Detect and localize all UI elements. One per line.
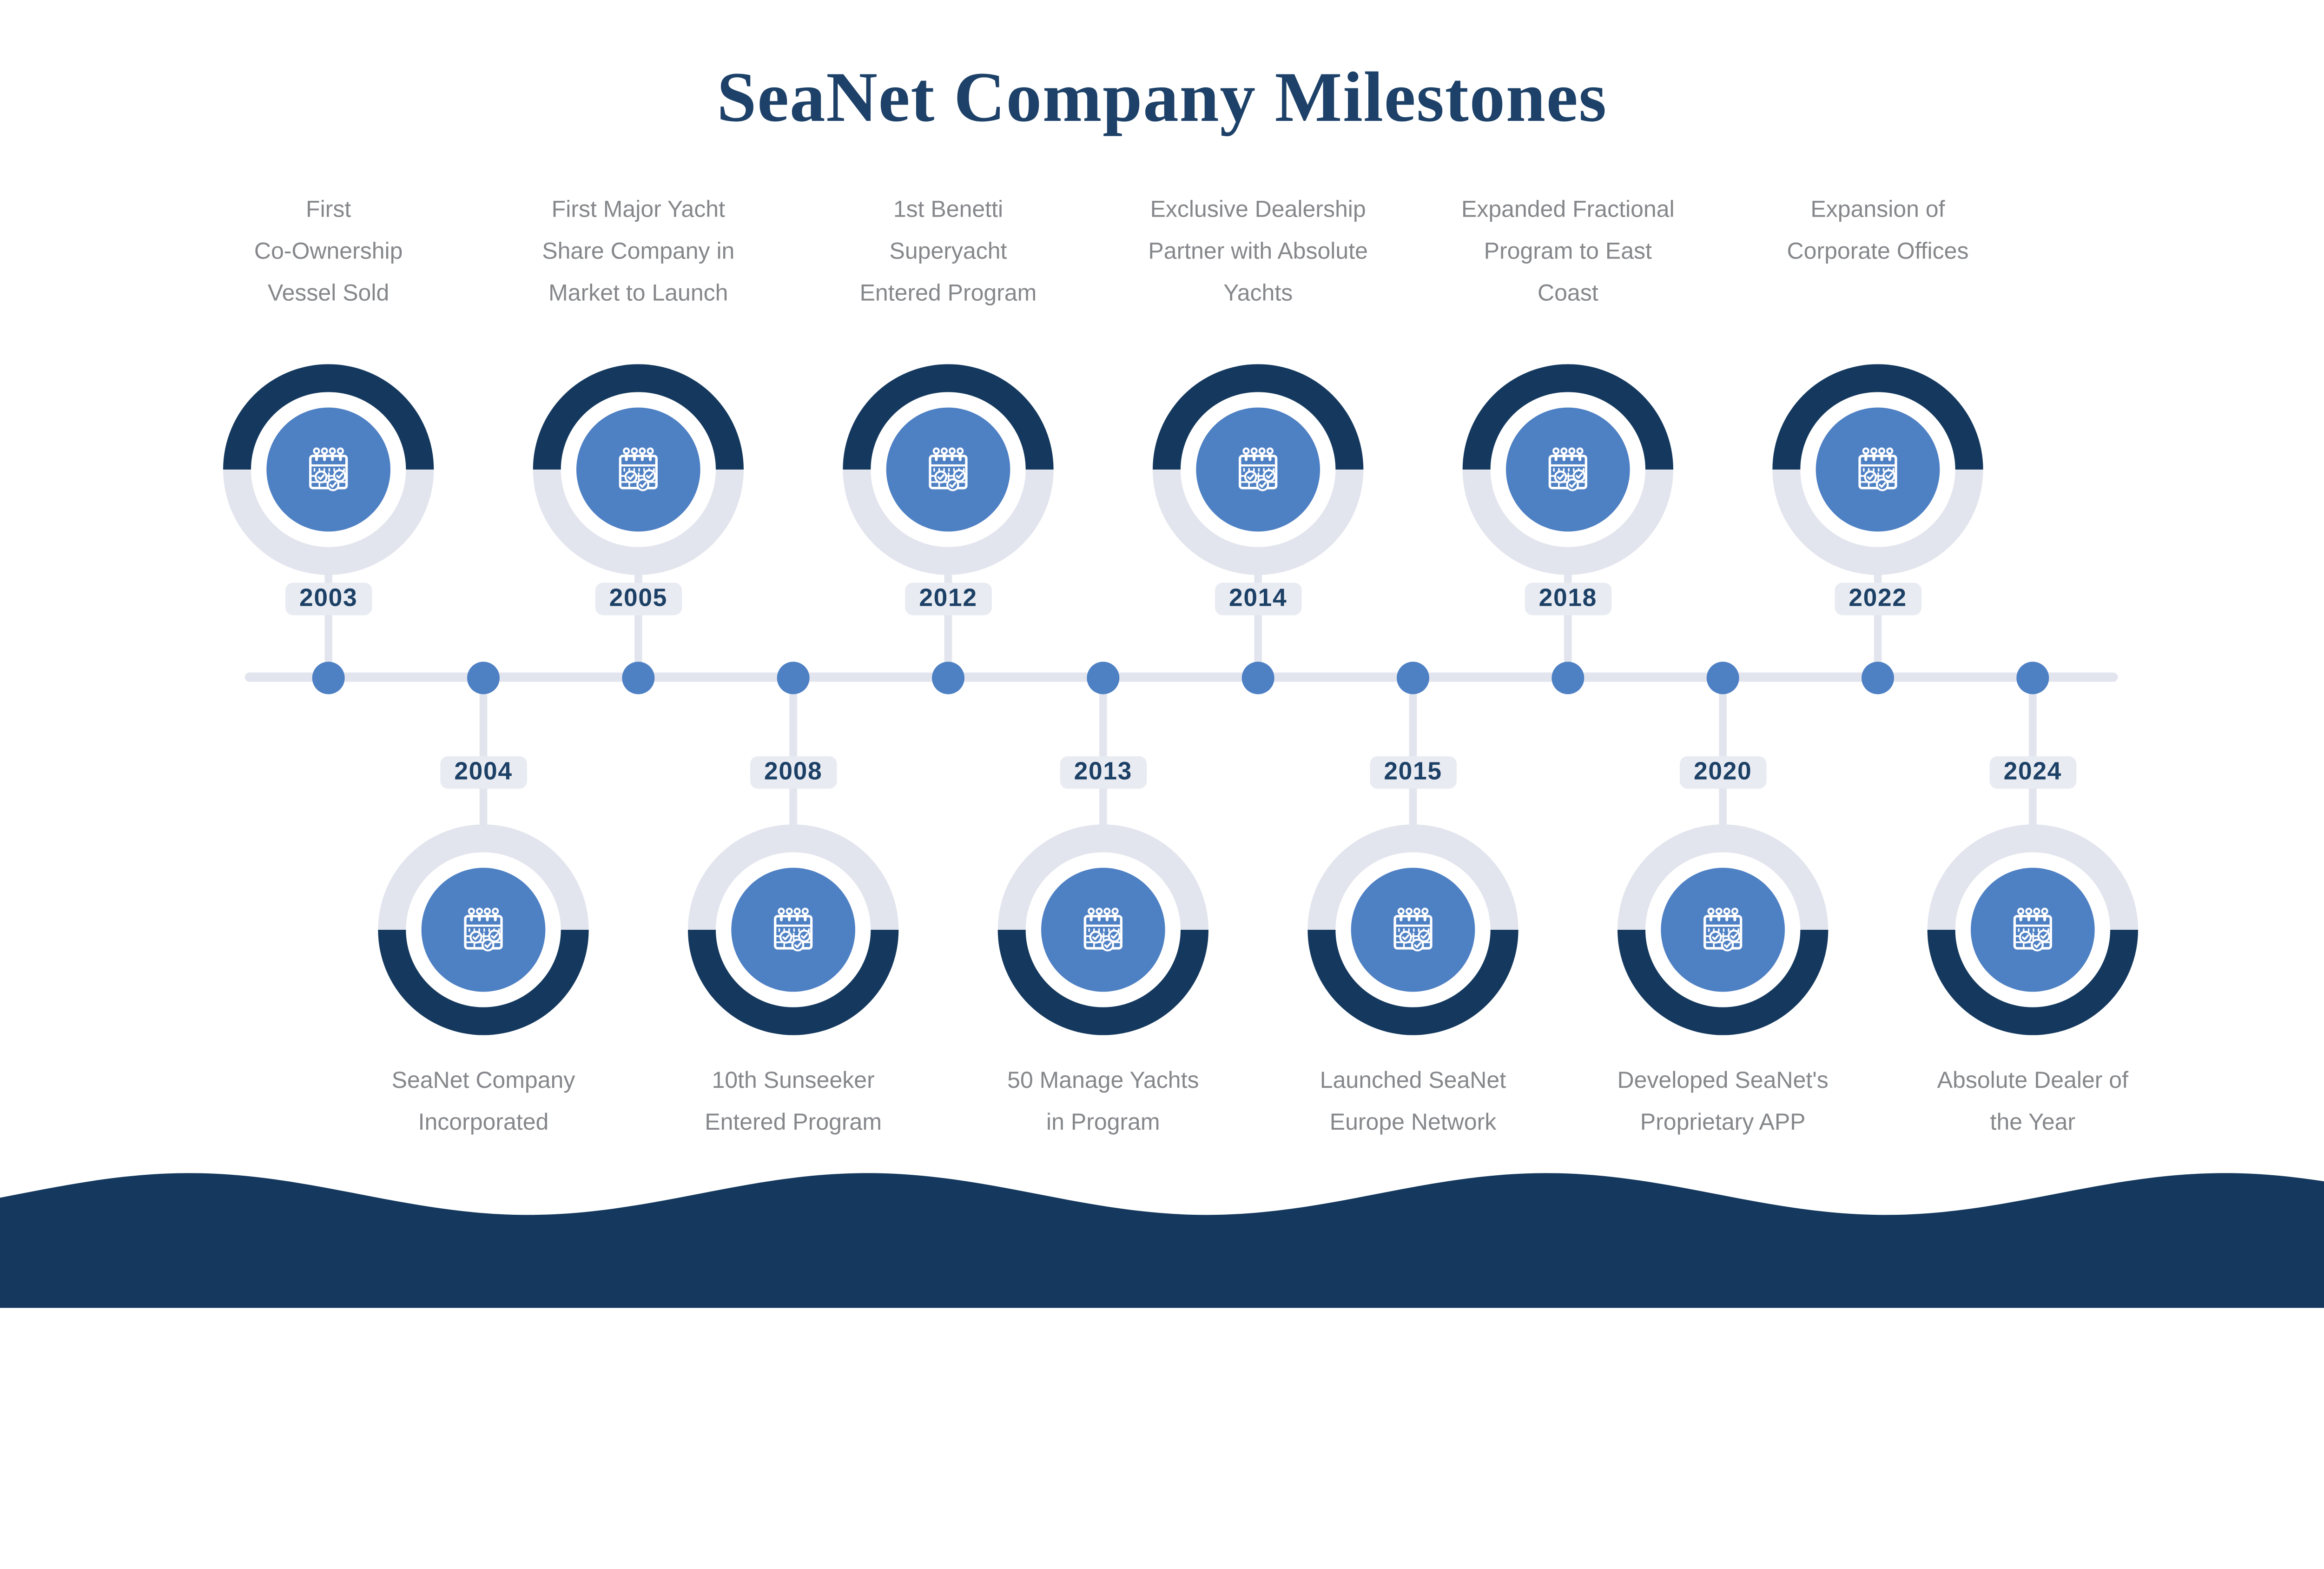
year-badge: 2024 [1989, 756, 2076, 789]
milestone-2024: Absolute Dealer of the Year 2024 [1862, 0, 2203, 1308]
milestone-ring [378, 824, 589, 1035]
milestone-2005: First Major Yacht Share Company in Marke… [468, 0, 809, 1308]
year-badge: 2022 [1835, 583, 1921, 616]
year-badge: 2013 [1060, 756, 1146, 789]
calendar-checks-icon [612, 443, 665, 496]
milestone-2014: Exclusive Dealership Partner with Absolu… [1088, 0, 1428, 1308]
calendar-checks-icon [922, 443, 974, 496]
milestone-ring [997, 824, 1208, 1035]
milestone-ring [843, 364, 1054, 575]
ring-inner [1661, 867, 1785, 992]
calendar-checks-icon [1232, 443, 1284, 496]
ring-white [1181, 392, 1336, 547]
year-badge: 2004 [440, 756, 527, 789]
year-badge: 2018 [1525, 583, 1611, 616]
calendar-checks-icon [2007, 903, 2059, 956]
year-badge: 2012 [905, 583, 991, 616]
ring-white [1335, 852, 1491, 1007]
timeline-dot [312, 662, 345, 695]
timeline-dot [2016, 662, 2049, 695]
ring-inner [1971, 867, 2095, 992]
milestone-description: First Co-Ownership Vessel Sold [254, 197, 403, 307]
ring-inner [886, 407, 1010, 532]
milestone-ring [223, 364, 434, 575]
milestone-description: Expanded Fractional Program to East Coas… [1461, 197, 1675, 307]
calendar-checks-icon [302, 443, 355, 496]
ring-white [1800, 392, 1955, 547]
year-badge: 2020 [1680, 756, 1766, 789]
year-badge: 2014 [1215, 583, 1301, 616]
ring-white [1645, 852, 1801, 1007]
ring-white [406, 852, 561, 1007]
milestone-description: Launched SeaNet Europe Network [1320, 1067, 1506, 1136]
milestone-description: Absolute Dealer of the Year [1937, 1067, 2129, 1136]
milestone-description: First Major Yacht Share Company in Marke… [542, 197, 735, 307]
page-title: SeaNet Company Milestones [717, 57, 1607, 137]
milestone-ring [688, 824, 899, 1035]
timeline-dot [1706, 662, 1739, 695]
timeline-dot [932, 662, 964, 695]
milestone-description: 10th Sunseeker Entered Program [705, 1067, 882, 1136]
milestone-2020: Developed SeaNet's Proprietary APP 2020 [1552, 0, 1893, 1308]
milestone-ring [533, 364, 744, 575]
timeline-dot [622, 662, 655, 695]
ring-inner [1816, 407, 1940, 532]
year-badge: 2005 [595, 583, 681, 616]
milestone-2004: SeaNet Company Incorporated 2004 [313, 0, 654, 1308]
timeline-dot [1087, 662, 1120, 695]
calendar-checks-icon [1697, 903, 1749, 956]
milestone-description: 50 Manage Yachts in Program [1007, 1067, 1199, 1136]
milestone-2018: Expanded Fractional Program to East Coas… [1398, 0, 1738, 1308]
ring-inner [266, 407, 390, 532]
ring-inner [1041, 867, 1165, 992]
calendar-checks-icon [767, 903, 819, 956]
timeline-dot [777, 662, 810, 695]
year-badge: 2008 [750, 756, 837, 789]
timeline-dot [1552, 662, 1585, 695]
year-badge: 2003 [285, 583, 372, 616]
milestone-ring [1307, 824, 1519, 1035]
timeline-dot [1862, 662, 1894, 695]
milestone-2008: 10th Sunseeker Entered Program 2008 [623, 0, 964, 1308]
calendar-checks-icon [1077, 903, 1129, 956]
milestone-2022: Expansion of Corporate Offices 2022 [1707, 0, 2048, 1308]
timeline-dot [1397, 662, 1429, 695]
ring-white [1955, 852, 2110, 1007]
ring-white [1490, 392, 1645, 547]
milestone-2013: 50 Manage Yachts in Program 2013 [933, 0, 1274, 1308]
milestone-2012: 1st Benetti Superyacht Entered Program 2… [778, 0, 1118, 1308]
milestone-ring [1927, 824, 2138, 1035]
ring-white [716, 852, 871, 1007]
ring-inner [731, 867, 855, 992]
calendar-checks-icon [457, 903, 509, 956]
year-badge: 2015 [1370, 756, 1456, 789]
ring-white [561, 392, 716, 547]
milestone-ring [1772, 364, 1983, 575]
ring-inner [1506, 407, 1630, 532]
timeline-dot [467, 662, 500, 695]
calendar-checks-icon [1851, 443, 1904, 496]
milestone-ring [1618, 824, 1829, 1035]
milestone-ring [1153, 364, 1364, 575]
timeline-axis [244, 672, 2118, 682]
milestone-2003: First Co-Ownership Vessel Sold 2003 [158, 0, 499, 1308]
calendar-checks-icon [1386, 903, 1439, 956]
ring-inner [1196, 407, 1320, 532]
timeline-dot [1241, 662, 1274, 695]
milestone-description: Expansion of Corporate Offices [1787, 197, 1969, 265]
ring-inner [421, 867, 546, 992]
ring-inner [576, 407, 700, 532]
milestone-ring [1462, 364, 1673, 575]
canvas: SeaNet Company Milestones First Co-Owner… [0, 0, 2324, 1308]
ring-white [871, 392, 1026, 547]
milestone-description: 1st Benetti Superyacht Entered Program [859, 197, 1037, 307]
milestone-description: Developed SeaNet's Proprietary APP [1617, 1067, 1829, 1136]
calendar-checks-icon [1542, 443, 1594, 496]
ring-white [1025, 852, 1181, 1007]
milestone-description: Exclusive Dealership Partner with Absolu… [1148, 197, 1368, 307]
milestone-2015: Launched SeaNet Europe Network 2015 [1242, 0, 1583, 1308]
milestone-description: SeaNet Company Incorporated [391, 1067, 575, 1136]
ring-white [251, 392, 406, 547]
ring-inner [1351, 867, 1475, 992]
